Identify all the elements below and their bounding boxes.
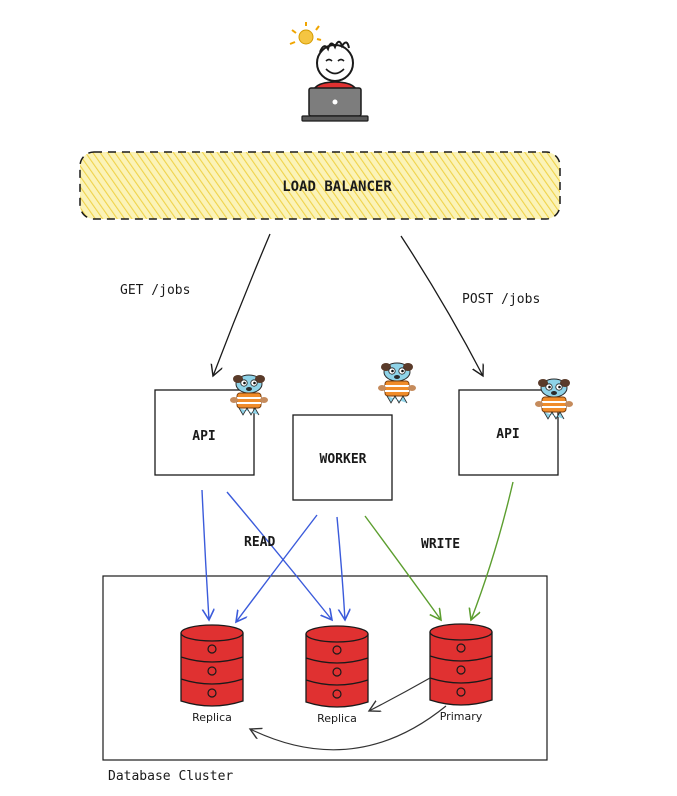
write-label: WRITE <box>421 537 460 552</box>
read-arrow <box>201 489 209 620</box>
replica-2-label: Replica <box>317 712 357 725</box>
write-arrows <box>364 481 514 620</box>
replication-arrow <box>369 677 431 711</box>
get-route-label: GET /jobs <box>120 283 190 298</box>
replication-arrow <box>250 705 447 751</box>
api-left-label: API <box>192 429 215 444</box>
read-label: READ <box>244 535 275 550</box>
write-arrow <box>471 481 514 620</box>
read-arrow <box>236 514 318 622</box>
load-balancer: LOAD BALANCER <box>79 151 561 220</box>
replica-1: Replica <box>180 624 244 724</box>
primary: Primary <box>429 623 493 723</box>
gopher-mascot-icon <box>377 362 417 404</box>
load-balancer-label: LOAD BALANCER <box>282 179 392 195</box>
post-request-arrow <box>400 235 483 376</box>
primary-label: Primary <box>440 710 483 723</box>
worker-box: WORKER <box>292 414 393 501</box>
database-cluster: Database Cluster <box>102 575 548 784</box>
database-cylinder-icon <box>180 624 244 707</box>
api-right-label: API <box>496 427 519 442</box>
database-cluster-label: Database Cluster <box>108 769 233 784</box>
read-arrows <box>201 489 345 622</box>
database-cylinder-icon <box>429 623 493 706</box>
sun-icon <box>289 22 322 45</box>
replica-1-label: Replica <box>192 711 232 724</box>
worker-label: WORKER <box>320 452 367 467</box>
replica-2: Replica <box>305 625 369 725</box>
database-cylinder-icon <box>305 625 369 708</box>
user-with-laptop-icon <box>289 22 369 122</box>
write-arrow <box>364 515 441 620</box>
read-arrow <box>226 491 332 620</box>
read-arrow <box>336 516 345 620</box>
get-request-arrow <box>213 233 271 376</box>
post-route-label: POST /jobs <box>462 292 540 307</box>
